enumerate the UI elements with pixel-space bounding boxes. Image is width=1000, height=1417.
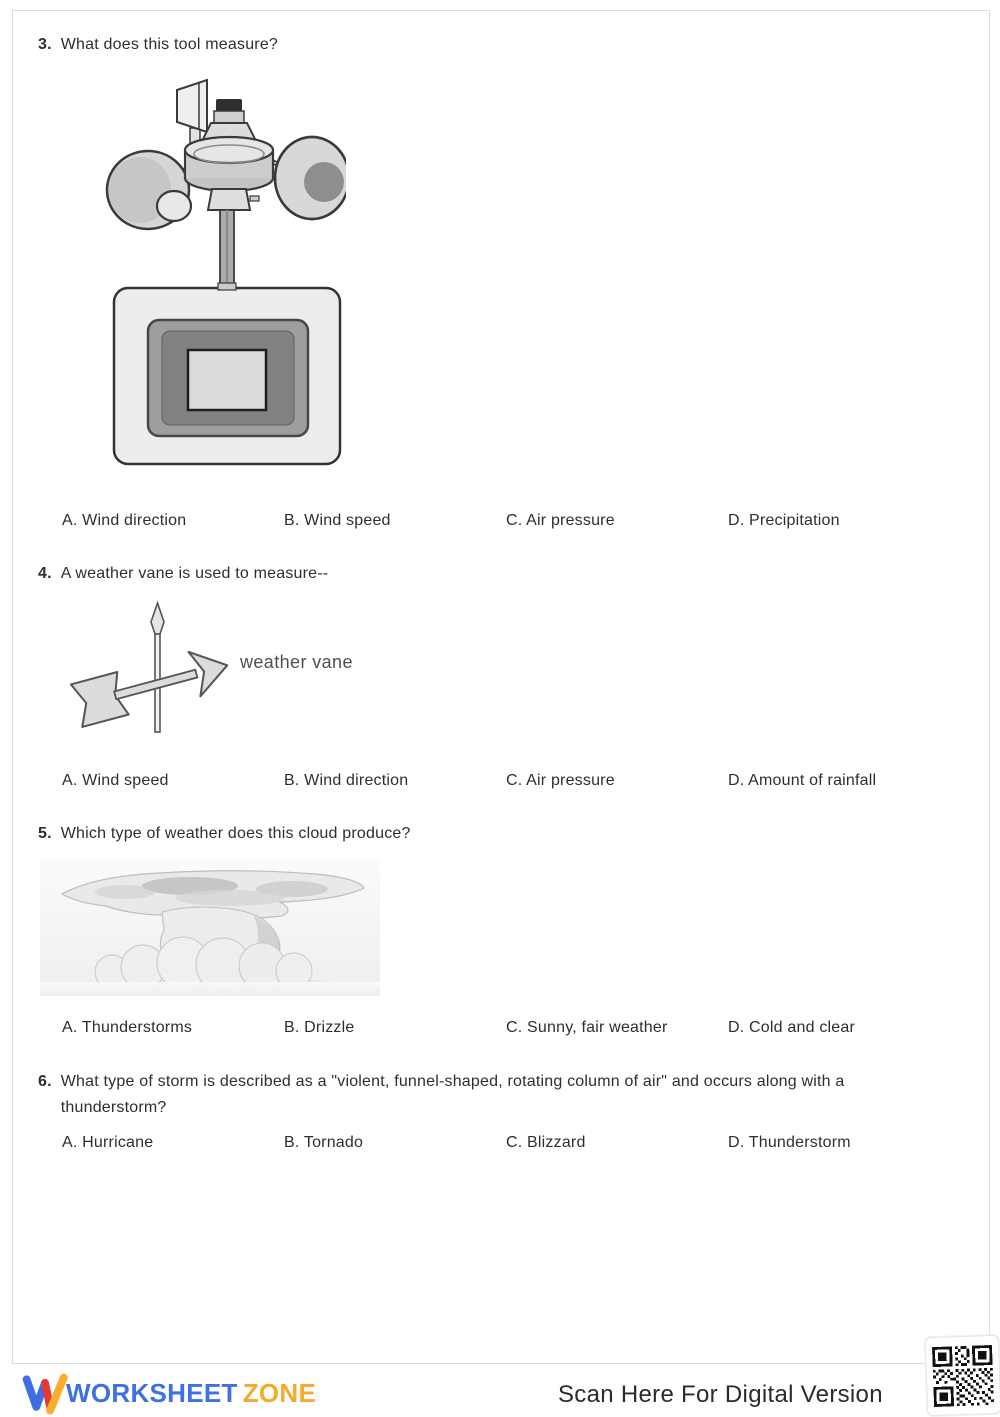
- question-4-choices: A. Wind speed B. Wind direction C. Air p…: [62, 772, 972, 794]
- question-3-choices: A. Wind direction B. Wind speed C. Air p…: [62, 512, 972, 534]
- answer-choice: D. Amount of rainfall: [728, 772, 877, 789]
- qr-card: [924, 1334, 1000, 1417]
- brand-worksheet: WORKSHEET: [66, 1378, 238, 1408]
- answer-choice: C. Sunny, fair weather: [506, 1019, 668, 1036]
- answer-choice: B. Tornado: [284, 1134, 364, 1151]
- question-6-choices: A. Hurricane B. Tornado C. Blizzard D. T…: [62, 1134, 972, 1156]
- answer-choice: B. Wind direction: [284, 772, 409, 789]
- answer-choice: C. Air pressure: [506, 512, 615, 529]
- question-text: What type of storm is described as a "vi…: [60, 1073, 845, 1116]
- answer-choice: B. Drizzle: [284, 1019, 355, 1036]
- scan-here-text: Scan Here For Digital Version: [558, 1381, 883, 1408]
- qr-code-icon: [931, 1344, 995, 1407]
- anemometer-image: [105, 78, 346, 466]
- question-4: 4. A weather vane is used to measure--: [38, 561, 328, 587]
- question-5-choices: A. Thunderstorms B. Drizzle C. Sunny, fa…: [62, 1019, 972, 1041]
- cumulonimbus-cloud-image: [40, 858, 380, 996]
- answer-choice: D. Cold and clear: [728, 1019, 856, 1036]
- question-number: 6.: [38, 1073, 52, 1090]
- answer-choice: D. Thunderstorm: [728, 1134, 851, 1151]
- worksheetzone-logo-icon: [22, 1373, 68, 1415]
- answer-choice: C. Air pressure: [506, 772, 615, 789]
- question-3: 3. What does this tool measure?: [38, 32, 278, 58]
- answer-choice: B. Wind speed: [284, 512, 391, 529]
- answer-choice: C. Blizzard: [506, 1134, 586, 1151]
- weather-vane-caption: weather vane: [240, 652, 353, 672]
- question-text: A weather vane is used to measure--: [60, 565, 329, 582]
- question-text: Which type of weather does this cloud pr…: [60, 825, 411, 842]
- question-number: 4.: [38, 565, 52, 582]
- answer-choice: A. Hurricane: [62, 1134, 154, 1151]
- question-text: What does this tool measure?: [60, 36, 279, 53]
- answer-choice: D. Precipitation: [728, 512, 840, 529]
- question-6: 6. What type of storm is described as a …: [38, 1069, 929, 1121]
- page-frame: [12, 10, 990, 1364]
- question-number: 5.: [38, 825, 52, 842]
- weather-vane-image: [70, 600, 229, 733]
- answer-choice: A. Wind speed: [62, 772, 169, 789]
- answer-choice: A. Thunderstorms: [62, 1019, 193, 1036]
- question-number: 3.: [38, 36, 52, 53]
- answer-choice: A. Wind direction: [62, 512, 187, 529]
- brand-zone: ZONE: [242, 1378, 317, 1408]
- question-5: 5. Which type of weather does this cloud…: [38, 821, 411, 847]
